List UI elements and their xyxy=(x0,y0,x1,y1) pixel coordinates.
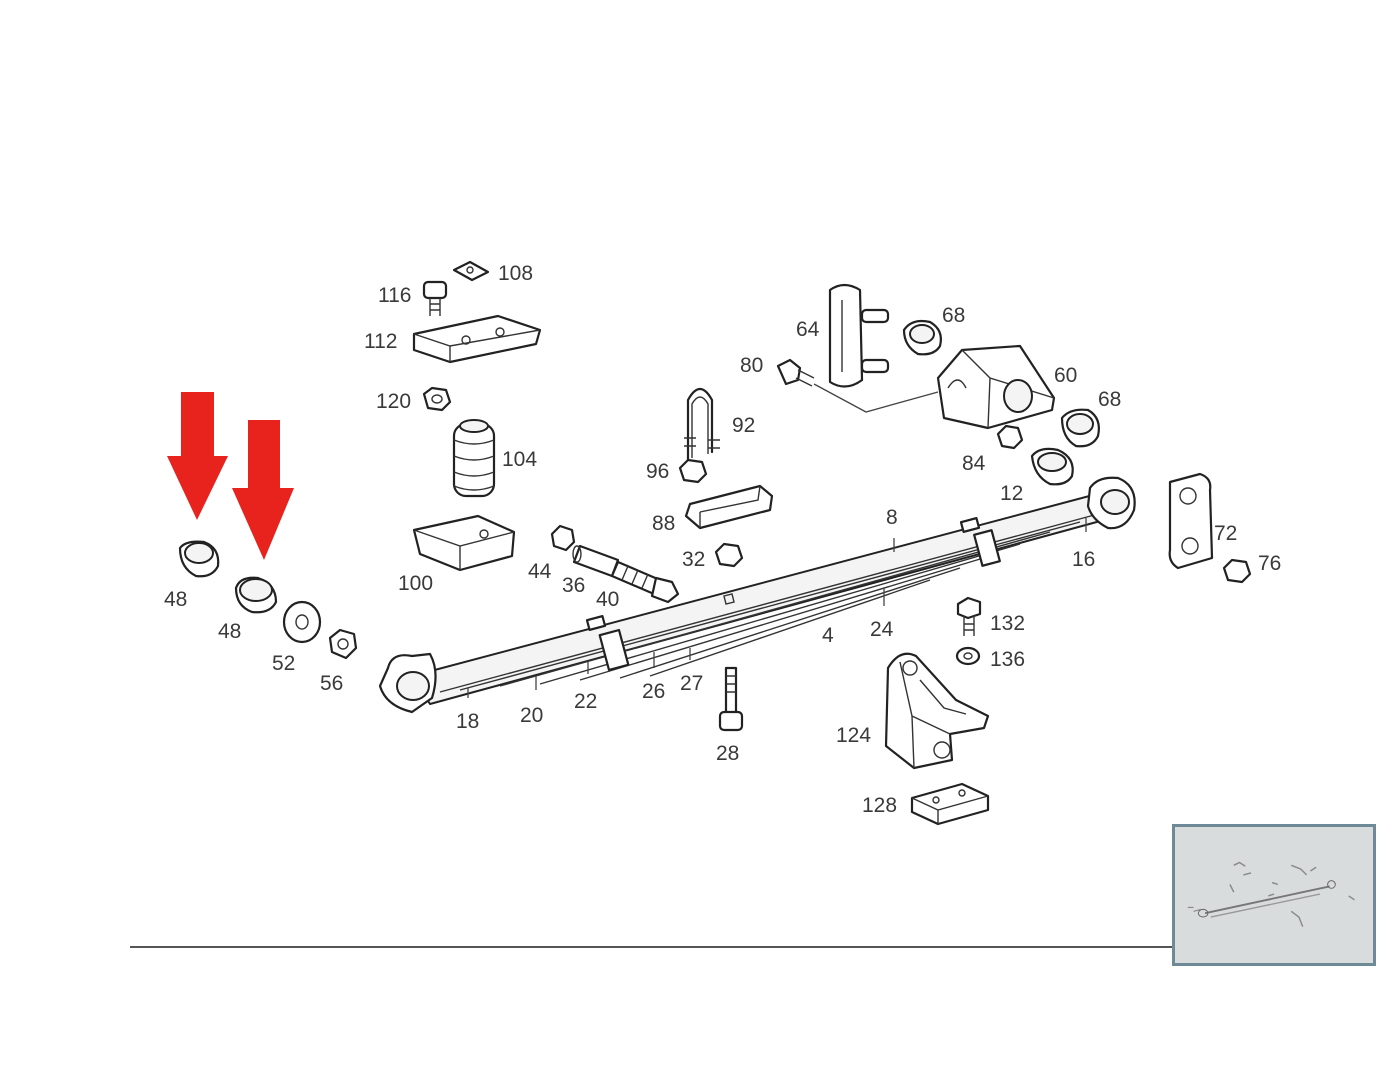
thumbnail-preview-image xyxy=(1187,861,1355,927)
callout-128: 128 xyxy=(862,794,897,817)
callout-76: 76 xyxy=(1258,552,1281,575)
pad-100 xyxy=(412,514,516,572)
leaf-spring-assembly xyxy=(378,476,1136,714)
callout-68-lower: 68 xyxy=(1098,388,1121,411)
callout-120: 120 xyxy=(376,390,411,413)
bolt-132 xyxy=(956,596,982,636)
callout-8: 8 xyxy=(886,506,898,529)
callout-22: 22 xyxy=(574,690,597,713)
callout-104: 104 xyxy=(502,448,537,471)
callout-18: 18 xyxy=(456,710,479,733)
callout-100: 100 xyxy=(398,572,433,595)
callout-16: 16 xyxy=(1072,548,1095,571)
callout-60: 60 xyxy=(1054,364,1077,387)
assembly-path-line xyxy=(813,383,939,413)
callout-52: 52 xyxy=(272,652,295,675)
bushing-68-b xyxy=(1060,408,1100,448)
callout-40: 40 xyxy=(596,588,619,611)
callout-labels: 108 116 112 120 104 100 44 36 40 92 96 8… xyxy=(164,262,1281,817)
callout-96: 96 xyxy=(646,460,669,483)
callout-108: 108 xyxy=(498,262,533,285)
front-spring-eye xyxy=(378,652,437,714)
callout-92: 92 xyxy=(732,414,755,437)
highlight-arrow-left xyxy=(167,392,228,520)
callout-26: 26 xyxy=(642,680,665,703)
callout-12: 12 xyxy=(1000,482,1023,505)
callout-72: 72 xyxy=(1214,522,1237,545)
hanger-60 xyxy=(936,344,1056,430)
callout-48-left: 48 xyxy=(164,588,187,611)
bolt-116 xyxy=(422,280,448,316)
washer-52 xyxy=(282,600,322,644)
callout-68-upper: 68 xyxy=(942,304,965,327)
bushing-12 xyxy=(1030,447,1074,486)
callout-36: 36 xyxy=(562,574,585,597)
callout-136: 136 xyxy=(990,648,1025,671)
nut-44 xyxy=(550,524,576,552)
callout-84: 84 xyxy=(962,452,986,475)
nut-84 xyxy=(996,424,1024,450)
nut-96 xyxy=(678,458,708,484)
callout-32: 32 xyxy=(682,548,705,571)
nut-56 xyxy=(328,628,358,660)
clip-108 xyxy=(452,260,490,282)
bracket-64 xyxy=(828,283,890,388)
callout-27: 27 xyxy=(680,672,703,695)
callout-44: 44 xyxy=(528,560,552,583)
nut-120 xyxy=(422,386,452,412)
highlight-arrow-right xyxy=(232,420,294,560)
nut-76 xyxy=(1222,558,1252,584)
callout-20: 20 xyxy=(520,704,543,727)
callout-112: 112 xyxy=(364,330,397,353)
callout-28: 28 xyxy=(716,742,739,765)
bump-stop-104 xyxy=(452,419,496,498)
nut-136 xyxy=(955,646,981,666)
callout-48-right: 48 xyxy=(218,620,241,643)
callout-4: 4 xyxy=(822,624,834,647)
callout-116: 116 xyxy=(378,284,411,307)
bolt-40 xyxy=(610,560,680,604)
bushing-48-b xyxy=(234,576,278,614)
callout-124: 124 xyxy=(836,724,871,747)
pad-88 xyxy=(684,484,774,530)
callout-88: 88 xyxy=(652,512,675,535)
bushing-48-a xyxy=(178,540,220,578)
bushing-68-a xyxy=(902,319,942,356)
callout-24: 24 xyxy=(870,618,894,641)
bolt-28 xyxy=(718,666,744,732)
bushing-36 xyxy=(572,544,620,578)
bolt-80 xyxy=(776,358,815,387)
callout-56: 56 xyxy=(320,672,343,695)
shackle-plate-72 xyxy=(1168,472,1214,570)
rear-spring-eye xyxy=(1086,476,1136,530)
bracket-124 xyxy=(884,652,990,770)
plate-128 xyxy=(910,782,990,826)
callout-132: 132 xyxy=(990,612,1025,635)
overview-thumbnail[interactable] xyxy=(1172,824,1376,966)
bracket-112 xyxy=(412,314,542,364)
callout-80: 80 xyxy=(740,354,763,377)
bottom-divider-line xyxy=(130,946,1175,948)
u-bolt-92 xyxy=(684,387,720,462)
nut-32 xyxy=(714,542,744,568)
callout-64: 64 xyxy=(796,318,820,341)
